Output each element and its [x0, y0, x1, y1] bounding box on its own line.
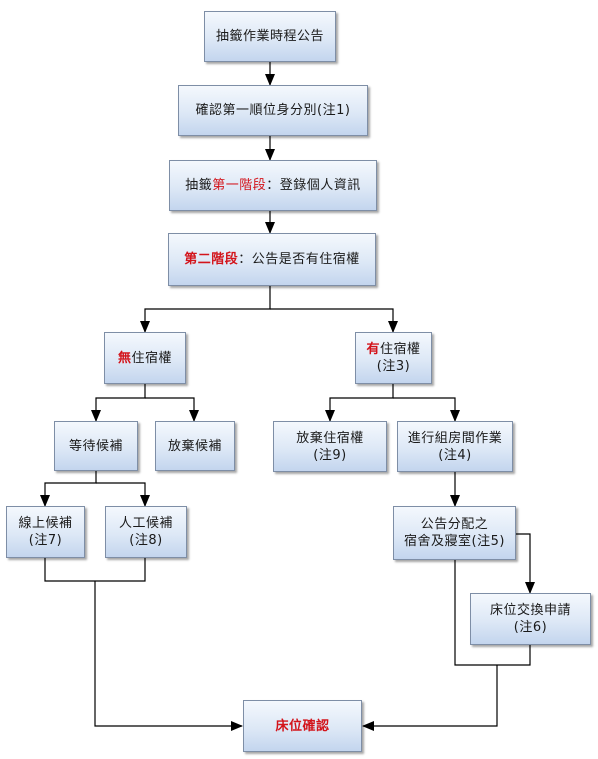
- node-bed-swap-line2: (注6): [513, 620, 548, 635]
- node-give-up-right-line1: 放棄住宿權: [296, 430, 364, 446]
- node-online-wait-line2: (注7): [28, 533, 63, 548]
- node-stage2: 第二階段：公告是否有住宿權: [168, 233, 376, 286]
- arrow-left-merge-to-bed-confirm: [94, 581, 243, 731]
- node-give-up-wait: 放棄候補: [155, 421, 235, 471]
- node-manual-wait-line2: (注8): [129, 533, 163, 548]
- node-has-right-line2: (注3): [376, 359, 411, 374]
- node-room-group-line1: 進行組房間作業: [407, 430, 503, 446]
- node-manual-wait-line1: 人工候補: [118, 516, 173, 531]
- node-bed-swap-line1: 床位交換申請: [489, 603, 571, 618]
- node-online-wait-line1: 線上候補: [18, 516, 73, 531]
- node-online-wait: 線上候補 (注7): [6, 506, 85, 558]
- node-allocation-line2: 宿舍及寢室(注5): [404, 534, 505, 549]
- node-stage1-line: 抽籤第一階段：登錄個人資訊: [185, 178, 361, 193]
- line-online-manual-merge: [44, 558, 146, 582]
- arrow-wait-to-online: [40, 471, 97, 507]
- node-no-right-line: 無住宿權: [117, 350, 173, 366]
- node-allocation-line1: 公告分配之: [420, 517, 489, 532]
- node-wait-text: 等待候補: [68, 438, 123, 454]
- node-has-right-line1: 有住宿權: [366, 342, 421, 357]
- node-confirm-identity: 確認第一順位身分別(注1): [178, 85, 368, 136]
- node-room-group: 進行組房間作業 (注4): [397, 421, 513, 472]
- arrow-right-merge-to-bed-confirm: [362, 665, 498, 731]
- node-announce: 抽籤作業時程公告: [204, 11, 336, 62]
- arrow-stage2-to-no-right: [140, 286, 271, 333]
- arrow-has-right-to-give-up-right: [325, 384, 394, 422]
- line-allocation-bedswap-merge: [454, 560, 531, 666]
- node-manual-wait: 人工候補 (注8): [105, 506, 187, 558]
- node-give-up-right: 放棄住宿權 (注9): [273, 421, 387, 472]
- arrow-wait-to-manual: [96, 482, 150, 507]
- node-stage1: 抽籤第一階段：登錄個人資訊: [169, 160, 377, 211]
- node-stage2-line: 第二階段：公告是否有住宿權: [184, 252, 360, 267]
- node-give-up-right-line2: (注9): [313, 447, 347, 463]
- arrow-has-right-to-room-group: [393, 397, 460, 422]
- node-give-up-wait-text: 放棄候補: [167, 438, 222, 454]
- node-allocation: 公告分配之 宿舍及寢室(注5): [393, 506, 516, 560]
- arrow-no-right-to-wait: [91, 384, 146, 422]
- node-no-right: 無住宿權: [104, 332, 186, 384]
- node-bed-swap: 床位交換申請 (注6): [470, 593, 591, 645]
- node-announce-text: 抽籤作業時程公告: [215, 29, 324, 44]
- node-has-right: 有住宿權 (注3): [355, 332, 432, 384]
- arrow-allocation-to-bed-swap: [516, 533, 535, 594]
- node-confirm-identity-text: 確認第一順位身分別(注1): [195, 103, 351, 118]
- node-room-group-line2: (注4): [438, 447, 472, 463]
- arrow-stage2-to-has-right: [270, 308, 398, 333]
- arrow-no-right-to-give-up-wait: [145, 397, 199, 422]
- node-bed-confirm: 床位確認: [243, 700, 362, 752]
- node-bed-confirm-text: 床位確認: [275, 718, 330, 734]
- node-wait: 等待候補: [54, 421, 138, 471]
